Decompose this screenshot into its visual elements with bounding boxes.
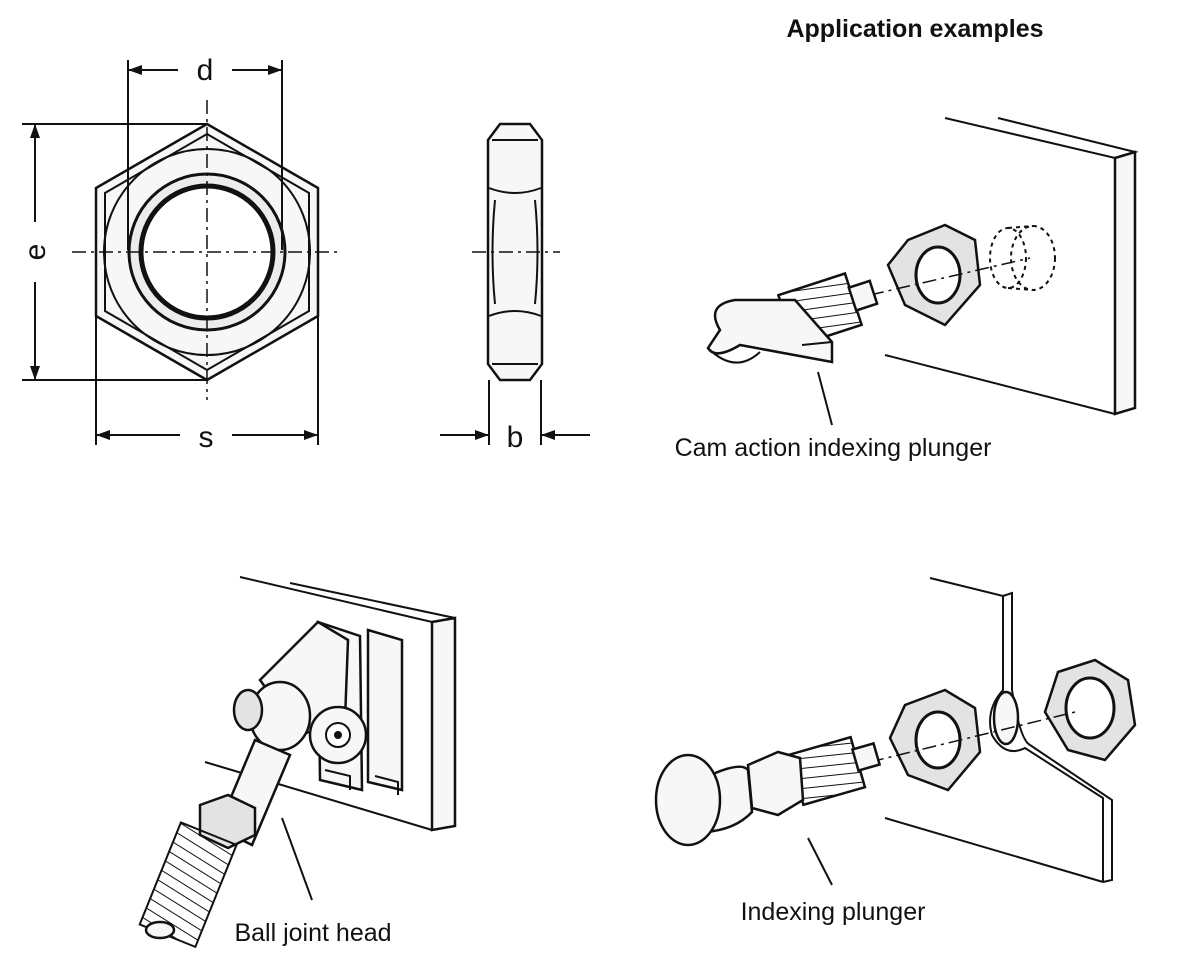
caption-indexing-plunger: Indexing plunger <box>741 898 926 926</box>
dimension-s <box>95 316 319 445</box>
nut-side-view <box>472 122 560 382</box>
dimension-d-label: d <box>197 54 214 87</box>
caption-cam-action-indexing-plunger: Cam action indexing plunger <box>675 434 992 462</box>
dimension-e <box>22 123 207 381</box>
dimension-b <box>440 380 590 445</box>
nut-front-view <box>72 100 340 400</box>
dimension-s-label: s <box>199 421 214 454</box>
dimension-b-label: b <box>507 421 524 454</box>
section-title: Application examples <box>786 15 1043 43</box>
dimension-d <box>127 60 283 250</box>
dimension-e-label: e <box>19 244 52 261</box>
caption-ball-joint-head: Ball joint head <box>234 919 391 947</box>
cam-action-example <box>706 117 1139 426</box>
indexing-plunger-example <box>654 577 1137 886</box>
ball-joint-example <box>138 576 457 949</box>
